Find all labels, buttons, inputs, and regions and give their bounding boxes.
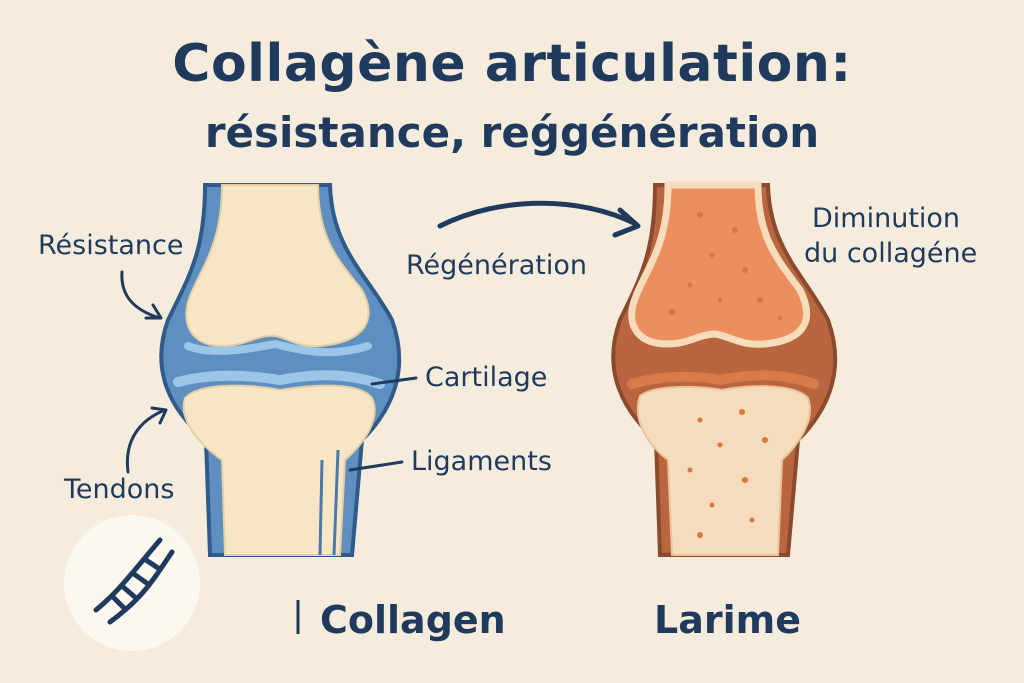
cartilage-pointer bbox=[370, 376, 418, 386]
dna-badge bbox=[64, 515, 200, 651]
page-title: Collagène articulation: bbox=[172, 34, 852, 94]
tendons-arrow bbox=[125, 408, 167, 474]
damaged-joint bbox=[611, 181, 838, 557]
regeneration-arrow-head bbox=[612, 207, 641, 238]
cartilage-band bbox=[627, 370, 819, 389]
page-subtitle: résistance, reǵgénération bbox=[204, 108, 820, 157]
tibia-bone bbox=[182, 384, 376, 556]
label-diminution-2: du collagéne bbox=[804, 238, 978, 269]
cartilage-band bbox=[173, 370, 385, 389]
femur-bone bbox=[185, 184, 370, 348]
dna-icon bbox=[93, 537, 175, 625]
resistance-arrow-head bbox=[144, 303, 163, 320]
cartilage-band bbox=[184, 339, 372, 357]
label-cartilage: Cartilage bbox=[425, 362, 548, 393]
ligaments-pointer bbox=[348, 460, 404, 472]
label-diminution-1: Diminution bbox=[812, 203, 961, 234]
label-tendons: Tendons bbox=[64, 474, 175, 505]
resistance-arrow bbox=[120, 270, 162, 320]
annotation-arrows bbox=[120, 200, 641, 474]
tendons-arrow-head bbox=[150, 406, 168, 425]
label-regeneration: Régénération bbox=[406, 250, 587, 281]
bone-porosity-dots bbox=[669, 212, 783, 538]
label-ligaments: Ligaments bbox=[411, 446, 552, 477]
ligament-line bbox=[332, 449, 340, 556]
label-resistance: Résistance bbox=[38, 230, 184, 261]
healthy-joint bbox=[159, 183, 402, 557]
tibia-bone bbox=[637, 385, 811, 556]
ligament-line bbox=[318, 459, 324, 556]
caption-left: Collagen bbox=[320, 598, 506, 642]
regeneration-arrow bbox=[437, 200, 639, 229]
femur-bone bbox=[628, 181, 811, 348]
caption-right: Larime bbox=[654, 598, 801, 642]
